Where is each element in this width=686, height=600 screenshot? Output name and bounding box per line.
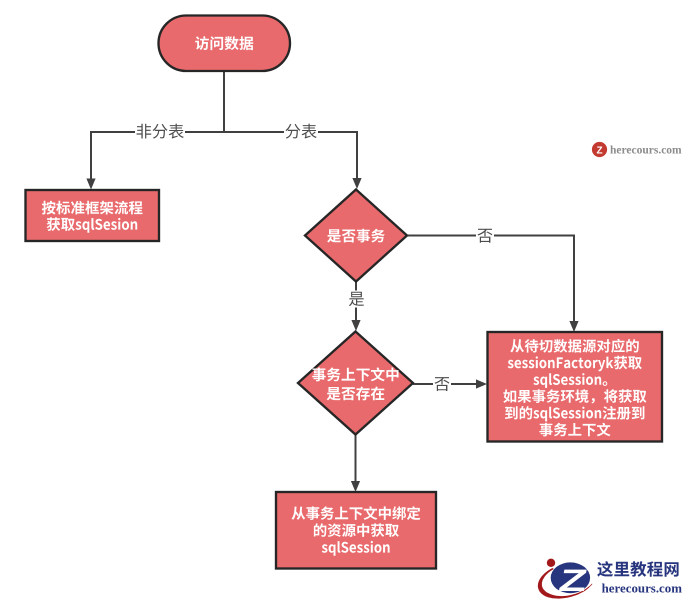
svg-text:Z: Z [556,564,590,598]
svg-text:Z: Z [596,145,602,156]
svg-text:herecours.com: herecours.com [602,582,683,596]
svg-text:herecours.com: herecours.com [610,145,682,157]
